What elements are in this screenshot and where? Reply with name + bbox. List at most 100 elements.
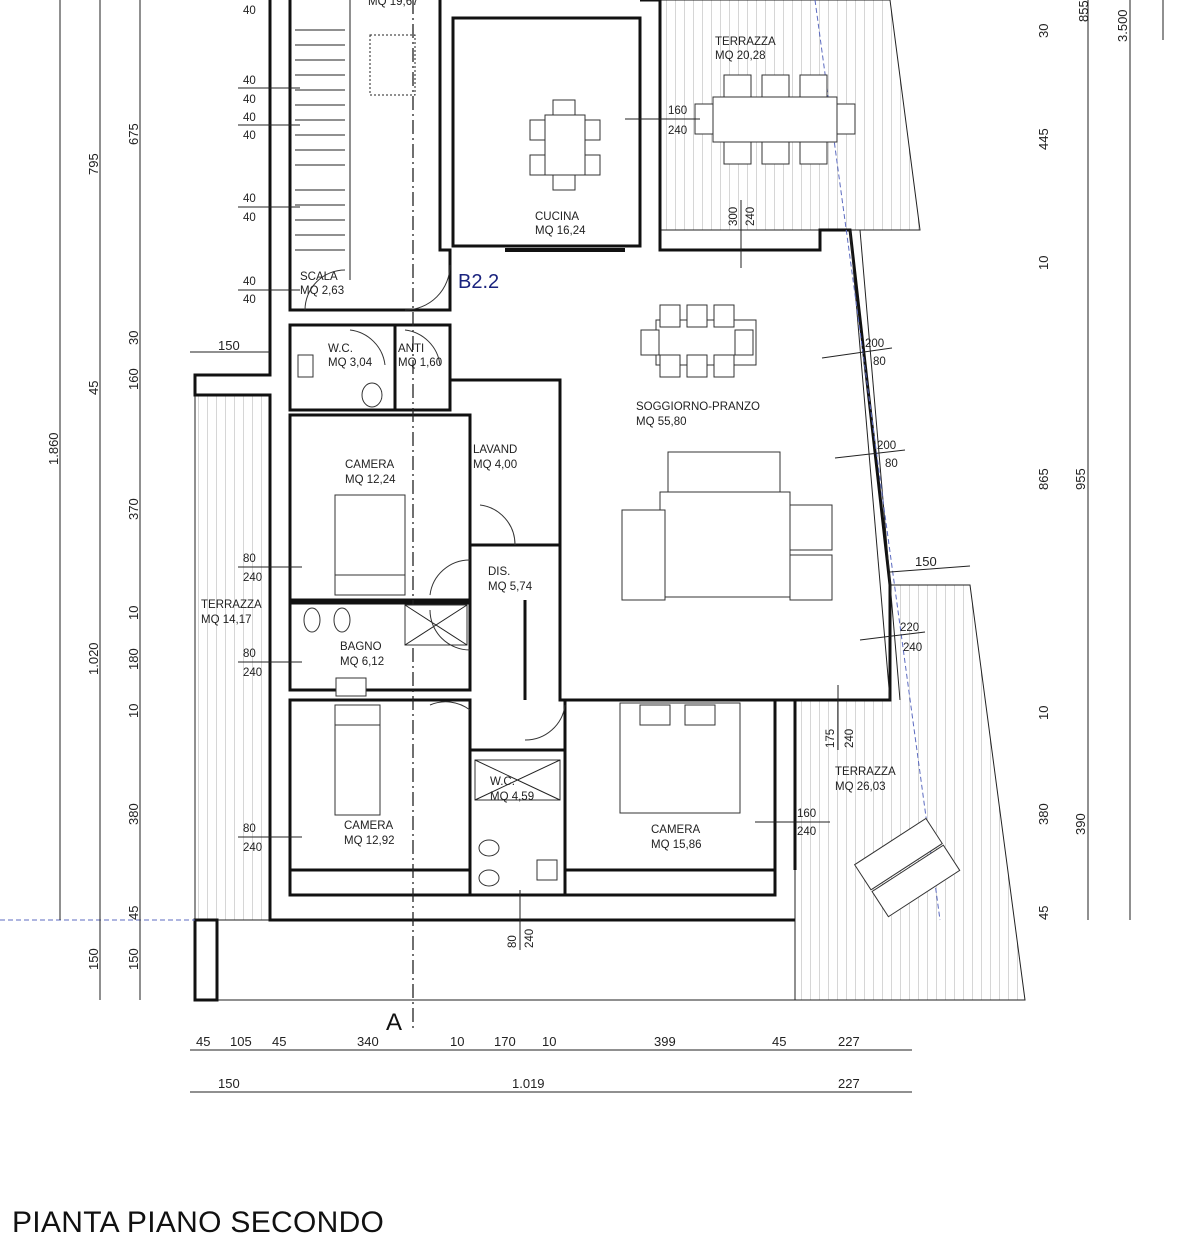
dim-label: 1.019: [512, 1076, 545, 1091]
dim-label: 3.500: [1115, 9, 1130, 42]
dim-label: 40: [243, 112, 256, 124]
room-area: MQ 4,59: [490, 791, 534, 803]
dim-label: 380: [126, 803, 141, 825]
dim-label: 150: [86, 948, 101, 970]
room-name: ANTI: [398, 343, 424, 355]
room-labels: MQ 19,67 TERRAZZA MQ 20,28 CUCINA MQ 16,…: [201, 0, 896, 851]
opening-height: 80: [873, 356, 886, 368]
dim-label: 45: [86, 381, 101, 395]
section-marker: A: [386, 1009, 402, 1036]
room-name: DIS.: [488, 566, 510, 578]
dim-label: 10: [450, 1034, 464, 1049]
room-area: MQ 1,60: [398, 357, 442, 369]
dim-label: 40: [243, 193, 256, 205]
opening-width: 220: [900, 622, 919, 634]
room-name: TERRAZZA: [201, 599, 262, 611]
opening-width: 80: [243, 553, 256, 565]
room-name: CAMERA: [651, 824, 701, 836]
room-name: CAMERA: [344, 820, 394, 832]
dim-label: 45: [126, 906, 141, 920]
dim-label: 399: [654, 1034, 676, 1049]
dim-label: 45: [272, 1034, 286, 1049]
dim-label: 45: [1036, 906, 1051, 920]
opening-width: 80: [243, 823, 256, 835]
staircase: [295, 29, 345, 251]
room-name: TERRAZZA: [835, 766, 896, 778]
dim-label: 40: [243, 94, 256, 106]
dim-label: 380: [1036, 803, 1051, 825]
property-line: [814, 0, 941, 921]
balcony-bottom: [194, 919, 796, 1001]
opening-height: 240: [243, 842, 262, 854]
opening-width: 300: [728, 207, 740, 226]
room-name: TERRAZZA: [715, 36, 776, 48]
dim-label: 150: [218, 338, 240, 353]
opening-height: 240: [668, 125, 687, 137]
dim-label: 40: [243, 294, 256, 306]
dim-label: 10: [1036, 706, 1051, 720]
opening-height: 240: [524, 929, 536, 948]
room-name: W.C.: [490, 776, 515, 788]
dim-label: 170: [494, 1034, 516, 1049]
dim-label: 10: [126, 606, 141, 620]
dim-label: 45: [196, 1034, 210, 1049]
stair-dims: 40 40 40 40 40 40 40 40 40: [238, 5, 300, 306]
room-area: MQ 26,03: [835, 781, 886, 793]
room-name: W.C.: [328, 343, 353, 355]
room-area: MQ 12,92: [344, 835, 395, 847]
dim-label: 865: [1036, 468, 1051, 490]
room-name: LAVAND: [473, 444, 517, 456]
dim-label: 855: [1076, 0, 1091, 22]
balcony-parapet: [193, 918, 219, 1002]
walls: [193, 0, 901, 922]
opening-height: 240: [243, 572, 262, 584]
room-name: CUCINA: [535, 211, 579, 223]
room-area: MQ 12,24: [345, 474, 396, 486]
room-name: SCALA: [300, 271, 338, 283]
room-area: MQ 6,12: [340, 656, 384, 668]
dim-label: 30: [1036, 24, 1051, 38]
dim-label: 955: [1073, 468, 1088, 490]
dim-label: 390: [1073, 813, 1088, 835]
dim-label: 150: [218, 1076, 240, 1091]
opening-width: 80: [243, 648, 256, 660]
room-name: CAMERA: [345, 459, 395, 471]
room-area: MQ 15,86: [651, 839, 702, 851]
room-area: MQ 55,80: [636, 416, 687, 428]
dim-label: 370: [126, 498, 141, 520]
room-area: MQ 14,17: [201, 614, 252, 626]
opening-height: 80: [885, 458, 898, 470]
dim-label: 227: [838, 1034, 860, 1049]
dim-label: 150: [126, 948, 141, 970]
room-area: MQ 2,63: [300, 285, 344, 297]
skylight: [369, 34, 416, 96]
opening-width: 200: [865, 338, 884, 350]
room-area: MQ 16,24: [535, 225, 586, 237]
drawing-title: PIANTA PIANO SECONDO: [12, 1206, 385, 1239]
room-name: BAGNO: [340, 641, 382, 653]
dim-label: 40: [243, 276, 256, 288]
dim-label: 40: [243, 75, 256, 87]
left-dimensions: 1.860 795 45 1.020 150 675 30 160 370 10…: [46, 0, 141, 1000]
furniture: [297, 74, 961, 918]
right-dimensions: 30 445 10 865 10 380 45 855 955 390 3.50…: [1036, 0, 1164, 920]
room-area: MQ 3,04: [328, 357, 373, 369]
opening-width: 175: [825, 729, 837, 748]
dim-label: 160: [126, 368, 141, 390]
opening-width: 160: [668, 105, 687, 117]
dim-label: 340: [357, 1034, 379, 1049]
dim-label: 445: [1036, 128, 1051, 150]
opening-height: 240: [797, 826, 816, 838]
dim-label: 795: [86, 153, 101, 175]
opening-height: 240: [243, 667, 262, 679]
dim-label: 40: [243, 130, 256, 142]
opening-width: 160: [797, 808, 816, 820]
room-area: MQ 19,67: [368, 0, 419, 8]
dim-label: 40: [243, 212, 256, 224]
opening-width: 80: [507, 935, 519, 948]
dim-label: 675: [126, 123, 141, 145]
opening-height: 240: [844, 729, 856, 748]
dim-label: 10: [126, 704, 141, 718]
bottom-dimensions: 45 105 45 340 10 170 10 399 45 227 150 1…: [190, 1009, 912, 1093]
